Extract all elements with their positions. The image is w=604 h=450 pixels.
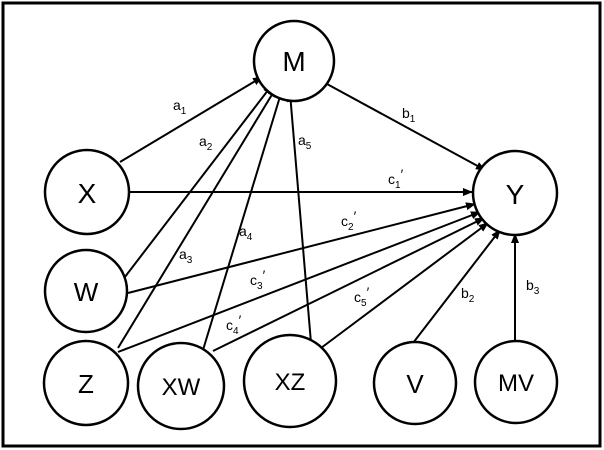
edge-w-to-m: [117, 84, 273, 287]
node-xw: XW: [136, 341, 226, 431]
node-x: X: [43, 148, 131, 236]
edge-label-c5: c5′: [354, 284, 370, 309]
edge-label-b3: b3: [526, 277, 540, 297]
node-xz: XZ: [242, 333, 338, 429]
edge-v-to-y: [412, 229, 501, 344]
svg-text:V: V: [406, 369, 424, 399]
node-w: W: [43, 248, 129, 334]
node-m: M: [252, 19, 336, 103]
edge-label-a2: a2: [199, 133, 213, 153]
svg-text:XW: XW: [162, 374, 201, 401]
svg-text:MV: MV: [498, 370, 534, 397]
edge-x-to-m: [119, 76, 263, 163]
edge-label-a1: a1: [173, 97, 187, 117]
node-y: Y: [471, 149, 559, 237]
node-z: Z: [42, 339, 130, 427]
edge-label-a5: a5: [298, 132, 312, 152]
svg-text:Y: Y: [506, 179, 525, 210]
edge-label-a3: a3: [179, 246, 193, 266]
edge-xz-to-y: [316, 222, 489, 352]
edge-z-to-m: [117, 87, 277, 349]
svg-text:M: M: [282, 46, 305, 77]
node-mv: MV: [473, 339, 559, 425]
edge-label-c1: c1′: [388, 166, 404, 191]
edge-w-to-y: [127, 202, 476, 294]
svg-text:XZ: XZ: [275, 369, 306, 396]
edge-xw-to-y: [212, 217, 485, 352]
edge-xw-to-m: [202, 89, 284, 351]
edge-label-c2: c2′: [341, 208, 357, 233]
edge-label-c4: c4′: [226, 312, 242, 337]
svg-text:X: X: [78, 178, 97, 209]
edge-label-c3: c3′: [250, 267, 266, 292]
edge-label-a4: a4: [239, 223, 253, 243]
edge-z-to-y: [117, 211, 481, 353]
edge-label-b2: b2: [461, 285, 475, 305]
edge-m-to-y: [326, 83, 486, 171]
svg-text:Z: Z: [78, 369, 94, 399]
edge-label-b1: b1: [402, 105, 416, 125]
svg-text:W: W: [74, 277, 99, 307]
edge-xz-to-m: [286, 92, 312, 344]
node-v: V: [372, 340, 458, 426]
